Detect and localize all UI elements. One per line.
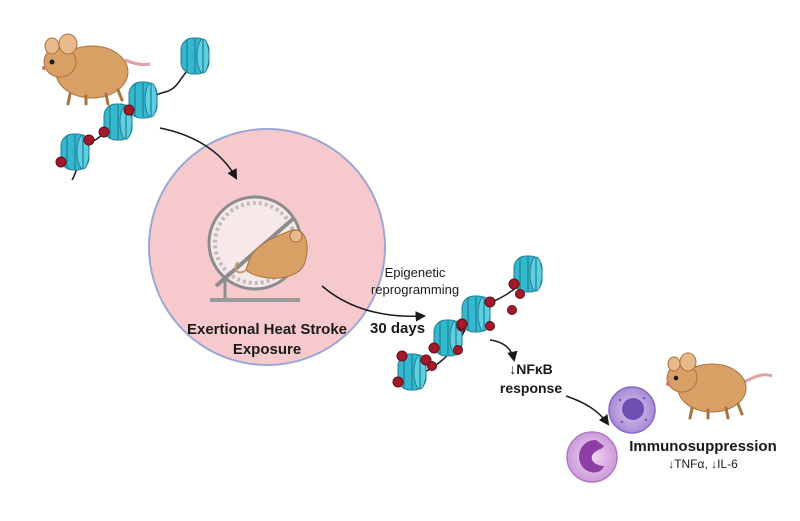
nucleosome-icon — [55, 133, 95, 171]
arrow-chromatin-to-response — [489, 339, 518, 363]
methylation-mark — [484, 296, 496, 308]
nfkb-label-line1: ↓NFκB — [509, 361, 553, 377]
methylation-mark — [507, 305, 517, 315]
methylation-mark — [427, 361, 437, 371]
nucleosome-icon — [508, 255, 543, 293]
cytokines-label: ↓TNFα, ↓IL-6 — [668, 457, 738, 471]
outcome-block: Immunosuppression ↓TNFα, ↓IL-6 — [618, 437, 788, 473]
arrow-mouse-to-chamber — [159, 127, 237, 180]
arrow-chamber-to-chromatin — [321, 285, 427, 322]
exposure-label: Exertional Heat Stroke Exposure — [182, 320, 352, 360]
methylation-mark — [396, 350, 408, 362]
monocyte-cell-icon — [608, 386, 656, 434]
nucleosome-icon — [392, 350, 432, 391]
methylation-mark — [392, 376, 404, 388]
duration-label: 30 days — [370, 320, 426, 337]
immunosuppression-label: Immunosuppression — [629, 438, 777, 455]
nucleosome-layer — [55, 37, 543, 391]
arrow-response-to-cells — [565, 395, 610, 426]
exposure-label-line2: Exposure — [232, 341, 302, 358]
methylation-mark — [428, 342, 440, 354]
methylation-mark — [485, 321, 495, 331]
mouse-in-wheel-icon — [234, 229, 308, 279]
epigenetic-label-line1: Epigenetic — [384, 265, 446, 280]
methylation-mark — [515, 289, 525, 299]
nfkb-label-line2: response — [499, 380, 563, 396]
methylation-mark — [453, 345, 463, 355]
epigenetic-label: Epigenetic reprogramming — [360, 264, 470, 298]
exposure-label-line1: Exertional Heat Stroke — [186, 321, 348, 338]
nucleosome-icon — [123, 81, 158, 119]
mouse-icon-initial — [42, 33, 151, 106]
nucleosome-icon — [180, 37, 210, 75]
methylation-mark — [98, 126, 110, 138]
mouse-icon-final — [666, 352, 773, 420]
methylation-mark — [83, 134, 95, 146]
methylation-mark — [456, 318, 468, 330]
neutrophil-cell-icon — [566, 431, 618, 483]
epigenetic-label-line2: reprogramming — [370, 282, 460, 297]
methylation-mark — [123, 104, 135, 116]
nfkb-response-label: ↓NFκB response — [486, 360, 576, 398]
methylation-mark — [508, 278, 520, 290]
methylation-mark — [55, 156, 67, 168]
